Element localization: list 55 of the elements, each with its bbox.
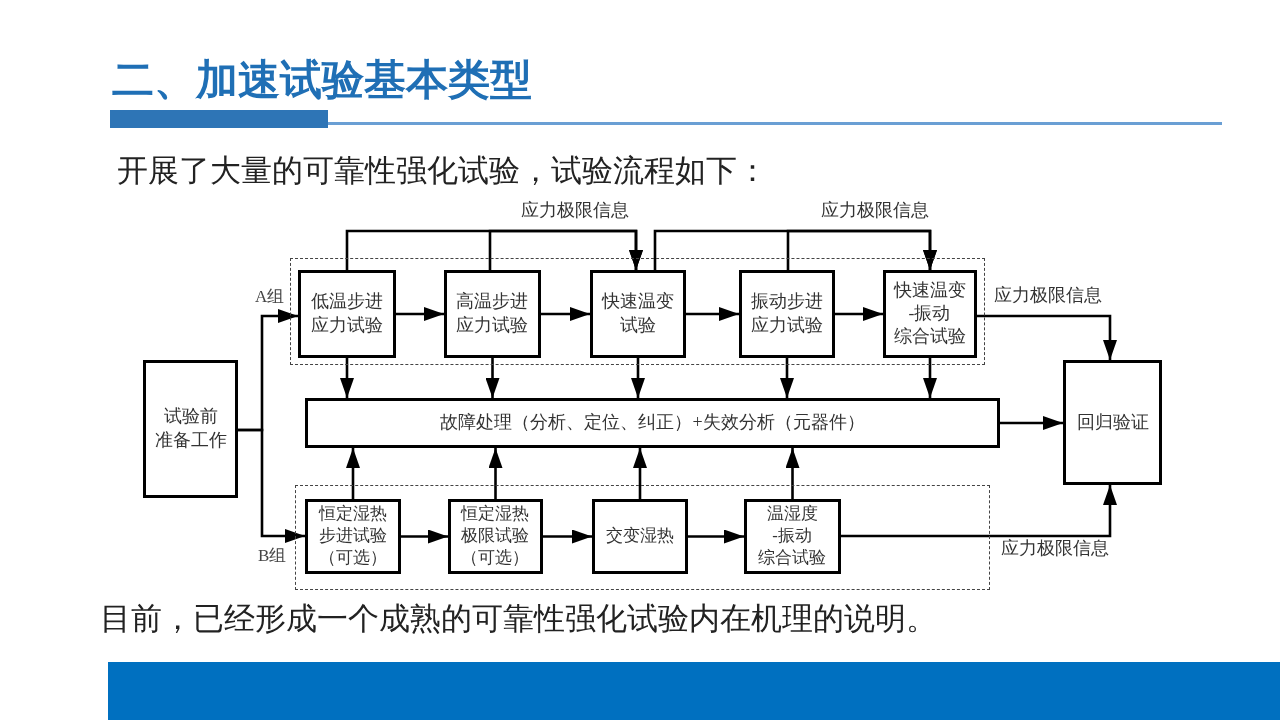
- process-box: [304, 498, 401, 574]
- process-box: [1063, 360, 1162, 485]
- edge-label: 应力极限信息: [992, 285, 1104, 307]
- box-label: 低温步进应力试验: [310, 289, 383, 337]
- flow-arrow: [786, 229, 937, 270]
- flow-arrow: [631, 358, 645, 398]
- process-box: [297, 269, 396, 358]
- box-label: 故障处理（分析、定位、纠正）+失效分析（元器件）: [440, 411, 865, 435]
- box-label: 试验前准备工作: [154, 405, 227, 452]
- process-box: [589, 269, 686, 358]
- slide-title: 二、加速试验基本类型: [112, 54, 532, 106]
- flow-arrow: [688, 529, 744, 544]
- box-label: 恒定湿热极限试验（可选）: [461, 503, 529, 569]
- flow-arrow: [541, 307, 590, 321]
- flow-arrow: [340, 358, 354, 398]
- flow-arrow: [923, 358, 937, 398]
- flow-arrow: [686, 307, 739, 321]
- flow-arrow: [488, 229, 643, 270]
- box-label: 振动步进应力试验: [750, 289, 823, 337]
- flow-arrow: [835, 307, 883, 321]
- flow-arrow: [1000, 416, 1063, 430]
- process-box: [305, 398, 1000, 448]
- box-label: 交变湿热: [605, 525, 674, 547]
- box-label: 快速温变-振动综合试验: [893, 278, 966, 349]
- box-label: 高温步进应力试验: [456, 289, 528, 337]
- group-label: A组: [255, 287, 285, 308]
- flow-arrow: [401, 529, 448, 544]
- process-box: [591, 498, 688, 574]
- edge-label: 应力极限信息: [519, 200, 631, 222]
- process-box: [738, 269, 835, 358]
- edge-label: 应力极限信息: [999, 538, 1111, 560]
- body-text: 开展了大量的可靠性强化试验，试验流程如下：: [117, 151, 768, 190]
- process-box: [443, 269, 541, 358]
- box-label: 恒定湿热步进试验（可选）: [318, 503, 387, 569]
- flow-arrow: [346, 448, 360, 499]
- process-box: [447, 498, 543, 574]
- box-label: 回归验证: [1076, 410, 1149, 434]
- flow-arrow: [543, 529, 592, 544]
- body-text: 目前，已经形成一个成熟的可靠性强化试验内在机理的说明。: [100, 599, 937, 638]
- flow-arrow: [785, 448, 800, 499]
- process-box: [882, 269, 977, 358]
- flow-arrow: [780, 358, 794, 398]
- flow-arrow: [977, 314, 1117, 360]
- flow-arrow: [396, 307, 444, 321]
- edge-label: 应力极限信息: [819, 200, 931, 222]
- flow-arrow: [633, 448, 647, 499]
- flow-arrow: [841, 485, 1117, 538]
- flow-arrow: [238, 428, 305, 543]
- group-label: B组: [258, 546, 287, 567]
- box-label: 快速温变试验: [601, 289, 674, 337]
- process-box: [743, 498, 841, 574]
- process-box: [143, 360, 238, 498]
- flow-arrow: [488, 448, 503, 499]
- flow-arrow: [485, 358, 500, 398]
- box-label: 温湿度-振动综合试验: [758, 503, 826, 569]
